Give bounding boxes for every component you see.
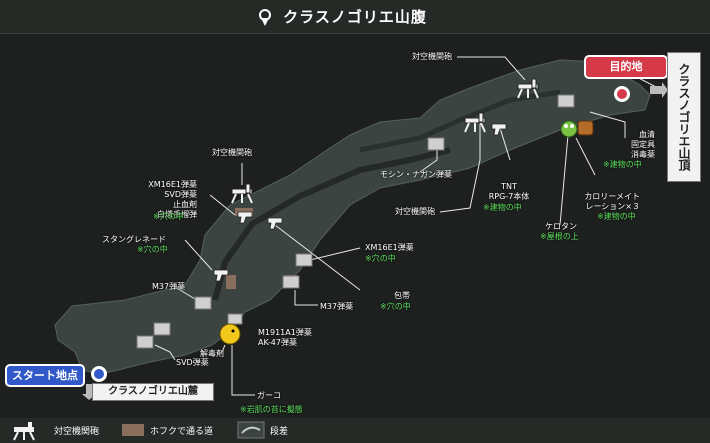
stun-note: ※穴の中 xyxy=(137,245,168,254)
inner-ridge xyxy=(212,147,451,301)
aa-gun-icon xyxy=(231,183,253,204)
aa-gun-icon xyxy=(13,422,35,441)
summit-sign: クラスノゴリエ山頂 xyxy=(667,52,701,182)
m37-right-label: M37弾薬 xyxy=(320,302,354,311)
item-box-icon xyxy=(153,322,171,336)
bandage-label: 包帯 xyxy=(394,291,410,300)
aa-gun-icon xyxy=(464,112,486,133)
xm-single-label: XM16E1弾薬 xyxy=(365,243,414,252)
header-bar: クラスノゴリエ山腹 xyxy=(0,0,710,34)
blood-note: ※建物の中 xyxy=(603,160,642,169)
item-box-icon xyxy=(295,253,313,267)
kerotan-note: ※屋根の上 xyxy=(540,232,579,241)
pistol-icon xyxy=(267,217,283,230)
start-badge[interactable]: スタート地点 xyxy=(5,364,85,387)
item-box-icon xyxy=(557,94,575,108)
item-box-icon xyxy=(136,335,154,349)
garko-label: ガーコ xyxy=(257,391,281,400)
pistol-icon xyxy=(237,211,253,224)
crawl-swatch-icon xyxy=(122,424,144,436)
legend-crawl-label: ホフクで通る道 xyxy=(150,427,214,437)
pistol-icon xyxy=(491,123,507,136)
kerotan-icon xyxy=(560,120,578,138)
item-box-icon xyxy=(227,313,243,325)
garko-note: ※岩肌の苔に擬態 xyxy=(240,405,303,414)
antidote-label: 解毒剤 xyxy=(200,349,224,358)
calorie-note: ※建物の中 xyxy=(597,212,636,221)
goal-badge[interactable]: 目的地 xyxy=(584,55,668,79)
legend-step-label: 段差 xyxy=(270,427,289,437)
calorie-label: カロリーメイト レーション×３ xyxy=(584,192,640,211)
legend-bar: 対空機関砲 ホフクで通る道 段差 xyxy=(0,418,710,443)
garko-duck-icon xyxy=(219,323,241,345)
blood-label: 血清 固定具 消毒薬 xyxy=(631,130,655,159)
xm-group-note: ※穴の中 xyxy=(153,212,184,221)
mosin-label: モシン・ナガン弾薬 xyxy=(380,170,452,179)
aa-label-top-right: 対空機関砲 xyxy=(412,52,452,61)
svd-label: SVD弾薬 xyxy=(176,358,209,367)
aa-label-left: 対空機関砲 xyxy=(212,148,252,157)
ration-icon xyxy=(577,120,594,136)
legend-aa-label: 対空機関砲 xyxy=(54,427,100,437)
item-box-icon xyxy=(194,296,212,310)
kerotan-label: ケロタン xyxy=(545,222,577,231)
bandage-note: ※穴の中 xyxy=(380,302,411,311)
aa-label-center: 対空機関砲 xyxy=(395,207,435,216)
foot-sign: クラスノゴリエ山麓 xyxy=(92,383,214,401)
xm-group-label: XM16E1弾薬 SVD弾薬 止血剤 白燐手榴弾 xyxy=(148,180,197,219)
crawl-path xyxy=(226,275,236,289)
item-box-icon xyxy=(282,275,300,289)
stun-label: スタングレネード xyxy=(102,235,166,244)
page-title: クラスノゴリエ山腹 xyxy=(283,8,427,26)
step-swatch-icon xyxy=(237,421,265,439)
leader-lines xyxy=(154,56,659,396)
m1911-label: M1911A1弾薬 AK-47弾薬 xyxy=(258,328,312,347)
inner-ridge-2 xyxy=(359,89,561,153)
map-pin-icon xyxy=(259,9,271,26)
tnt-note: ※建物の中 xyxy=(483,203,522,212)
xm-single-note: ※穴の中 xyxy=(365,254,396,263)
aa-gun-icon xyxy=(517,78,539,99)
tnt-label: TNT RPG-7本体 xyxy=(488,182,530,201)
m37-left-label: M37弾薬 xyxy=(152,282,186,291)
item-box-icon xyxy=(427,137,445,151)
legend-icons xyxy=(13,421,265,441)
pistol-icon xyxy=(213,269,229,282)
